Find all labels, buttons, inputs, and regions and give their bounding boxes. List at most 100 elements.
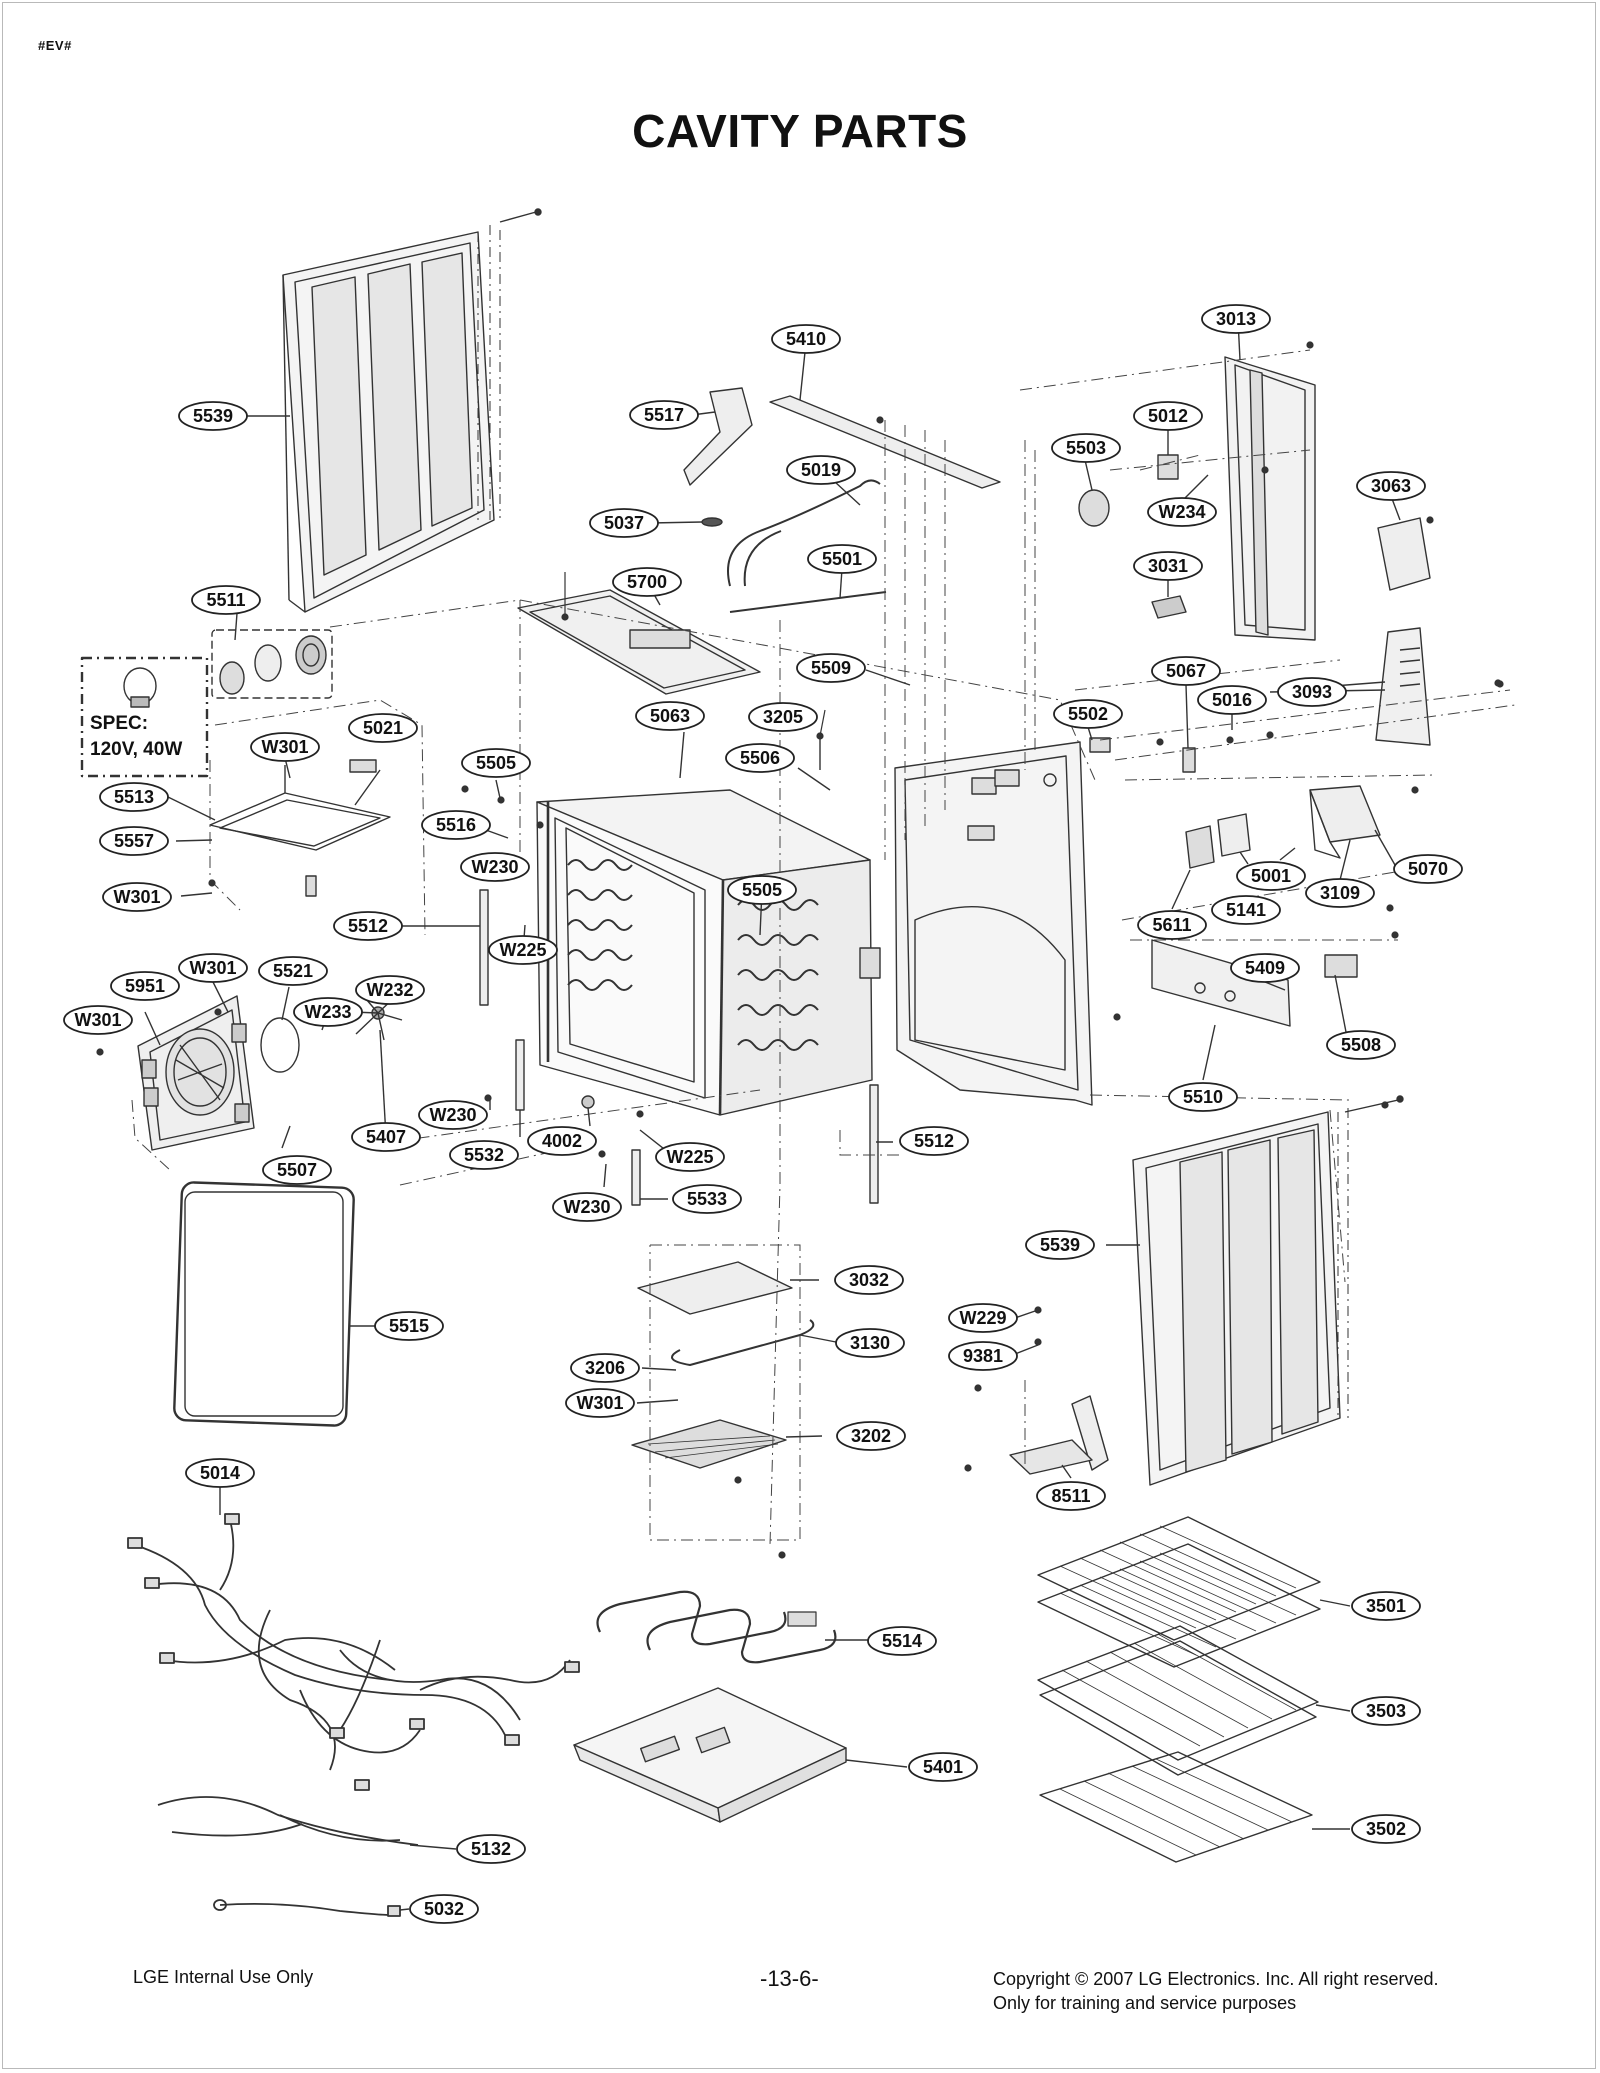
svg-text:W230: W230 [429, 1105, 476, 1125]
callout-5019: 5019 [786, 455, 856, 485]
svg-text:W225: W225 [499, 940, 546, 960]
svg-text:5506: 5506 [740, 748, 780, 768]
callout-5032: 5032 [409, 1894, 479, 1924]
oven-rack-drawing [1037, 1516, 1321, 1863]
small-harness-drawing [157, 1796, 419, 1846]
svg-text:5132: 5132 [471, 1839, 511, 1859]
svg-text:5532: 5532 [464, 1145, 504, 1165]
callout-3031: 3031 [1133, 551, 1203, 581]
callout-5509: 5509 [796, 653, 866, 683]
callout-3501: 3501 [1351, 1591, 1421, 1621]
callout-5012: 5012 [1133, 401, 1203, 431]
ground-cable-drawing [213, 1899, 401, 1917]
svg-text:W301: W301 [261, 737, 308, 757]
bake-heater-drawing [631, 1261, 815, 1469]
callout-w230-b: W230 [418, 1100, 488, 1130]
svg-text:5401: 5401 [923, 1757, 963, 1777]
callout-w301-a: W301 [250, 732, 320, 762]
svg-text:5037: 5037 [604, 513, 644, 533]
fan-blade-drawing [351, 991, 403, 1041]
svg-text:5515: 5515 [389, 1316, 429, 1336]
callout-5409: 5409 [1230, 953, 1300, 983]
svg-text:5509: 5509 [811, 658, 851, 678]
svg-text:3503: 3503 [1366, 1701, 1406, 1721]
page-title: CAVITY PARTS [632, 105, 968, 157]
callout-5521: 5521 [258, 956, 328, 986]
callout-5021: 5021 [348, 713, 418, 743]
svg-text:W234: W234 [1158, 502, 1205, 522]
callout-5505-mid: 5505 [727, 875, 797, 905]
svg-text:5505: 5505 [476, 753, 516, 773]
callout-w234: W234 [1147, 497, 1217, 527]
svg-text:3130: 3130 [850, 1333, 890, 1353]
svg-text:5063: 5063 [650, 706, 690, 726]
callout-5067: 5067 [1151, 656, 1221, 686]
svg-text:5503: 5503 [1066, 438, 1106, 458]
callout-w232: W232 [355, 975, 425, 1005]
callout-5514: 5514 [867, 1626, 937, 1656]
callout-3063: 3063 [1356, 471, 1426, 501]
callout-5516: 5516 [421, 810, 491, 840]
svg-text:W230: W230 [471, 857, 518, 877]
callout-5016: 5016 [1197, 685, 1267, 715]
callout-w233: W233 [293, 997, 363, 1027]
svg-text:3032: 3032 [849, 1270, 889, 1290]
svg-text:5533: 5533 [687, 1189, 727, 1209]
callout-5505-top: 5505 [461, 748, 531, 778]
svg-text:5407: 5407 [366, 1127, 406, 1147]
callout-5063: 5063 [635, 701, 705, 731]
footer-internal-use: LGE Internal Use Only [133, 1967, 314, 1987]
svg-text:4002: 4002 [542, 1131, 582, 1151]
callout-w229: W229 [948, 1303, 1018, 1333]
callout-5517: 5517 [629, 400, 699, 430]
svg-text:5951: 5951 [125, 976, 165, 996]
callout-5410: 5410 [771, 324, 841, 354]
svg-text:3502: 3502 [1366, 1819, 1406, 1839]
svg-text:5141: 5141 [1226, 900, 1266, 920]
svg-text:5516: 5516 [436, 815, 476, 835]
callout-5511: 5511 [191, 585, 261, 615]
wire-harness-drawing [127, 1513, 580, 1791]
callout-5539-right: 5539 [1025, 1230, 1095, 1260]
svg-text:5067: 5067 [1166, 661, 1206, 681]
callout-5533: 5533 [672, 1184, 742, 1214]
svg-text:W232: W232 [366, 980, 413, 1000]
callout-3502: 3502 [1351, 1814, 1421, 1844]
svg-text:5507: 5507 [277, 1160, 317, 1180]
copyright-line-2: Only for training and service purposes [993, 1993, 1297, 2013]
callout-w225-b: W225 [655, 1142, 725, 1172]
callout-5515: 5515 [374, 1311, 444, 1341]
callout-w301-c: W301 [178, 953, 248, 983]
callout-5401: 5401 [908, 1752, 978, 1782]
svg-text:W233: W233 [304, 1002, 351, 1022]
callout-3032: 3032 [834, 1265, 904, 1295]
callout-5510: 5510 [1168, 1082, 1238, 1112]
callout-3202: 3202 [836, 1421, 906, 1451]
callout-5512-left: 5512 [333, 911, 403, 941]
callout-5070: 5070 [1393, 854, 1463, 884]
svg-text:W301: W301 [113, 887, 160, 907]
callout-5407: 5407 [351, 1122, 421, 1152]
callout-5141: 5141 [1211, 895, 1281, 925]
svg-text:5410: 5410 [786, 329, 826, 349]
spec-value: 120V, 40W [90, 739, 183, 760]
doc-code: #EV# [38, 38, 72, 53]
svg-text:3206: 3206 [585, 1358, 625, 1378]
rear-panel-drawing [894, 741, 1093, 1106]
svg-text:3063: 3063 [1371, 476, 1411, 496]
copyright-line-1: Copyright © 2007 LG Electronics. Inc. Al… [993, 1969, 1439, 1989]
svg-text:3501: 3501 [1366, 1596, 1406, 1616]
callout-w225-a: W225 [488, 935, 558, 965]
svg-text:5409: 5409 [1245, 958, 1285, 978]
svg-text:3093: 3093 [1292, 682, 1332, 702]
svg-text:5521: 5521 [273, 961, 313, 981]
callout-5001: 5001 [1236, 861, 1306, 891]
callout-w301-e: W301 [565, 1388, 635, 1418]
callout-5132: 5132 [456, 1834, 526, 1864]
top-vent-plate-drawing [517, 589, 761, 695]
vent-cover-drawing [1375, 627, 1431, 746]
back-side-panel-drawing [1224, 356, 1316, 641]
svg-text:3202: 3202 [851, 1426, 891, 1446]
